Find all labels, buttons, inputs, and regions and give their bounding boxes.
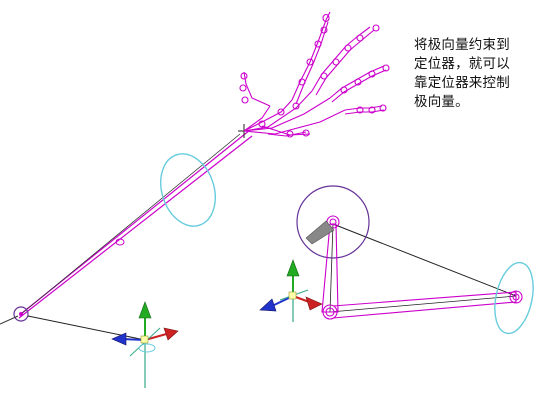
ik-handle-arrow[interactable] [305,220,335,245]
upper-bone-line [329,223,334,313]
elbow-joint[interactable] [115,238,125,246]
arm-bone-outline-2[interactable] [18,135,253,319]
arm-ik-line [19,133,241,316]
hand-skeleton[interactable] [239,11,390,138]
annotation-caption: 将极向量约束到 定位器，就可以 靠定位器来控制 极向量。 [414,37,510,110]
ik-rotate-ring-left[interactable] [152,147,224,233]
shoulder-joint-center [19,312,23,316]
pole-locator-ring[interactable] [296,185,370,259]
lower-bone[interactable] [322,290,523,320]
shoulder-stub [0,315,19,325]
ik-rotate-ring-right[interactable] [489,259,539,337]
right-rig[interactable] [259,185,539,337]
pole-vector-line-left [27,315,146,341]
pole-vector-line-right [332,223,517,297]
lower-bone-line [329,295,517,313]
left-arm-rig[interactable] [0,11,390,388]
move-manipulator-icon[interactable] [259,259,323,322]
shoulder-joint[interactable] [13,306,29,322]
move-manipulator-icon[interactable] [111,301,179,388]
